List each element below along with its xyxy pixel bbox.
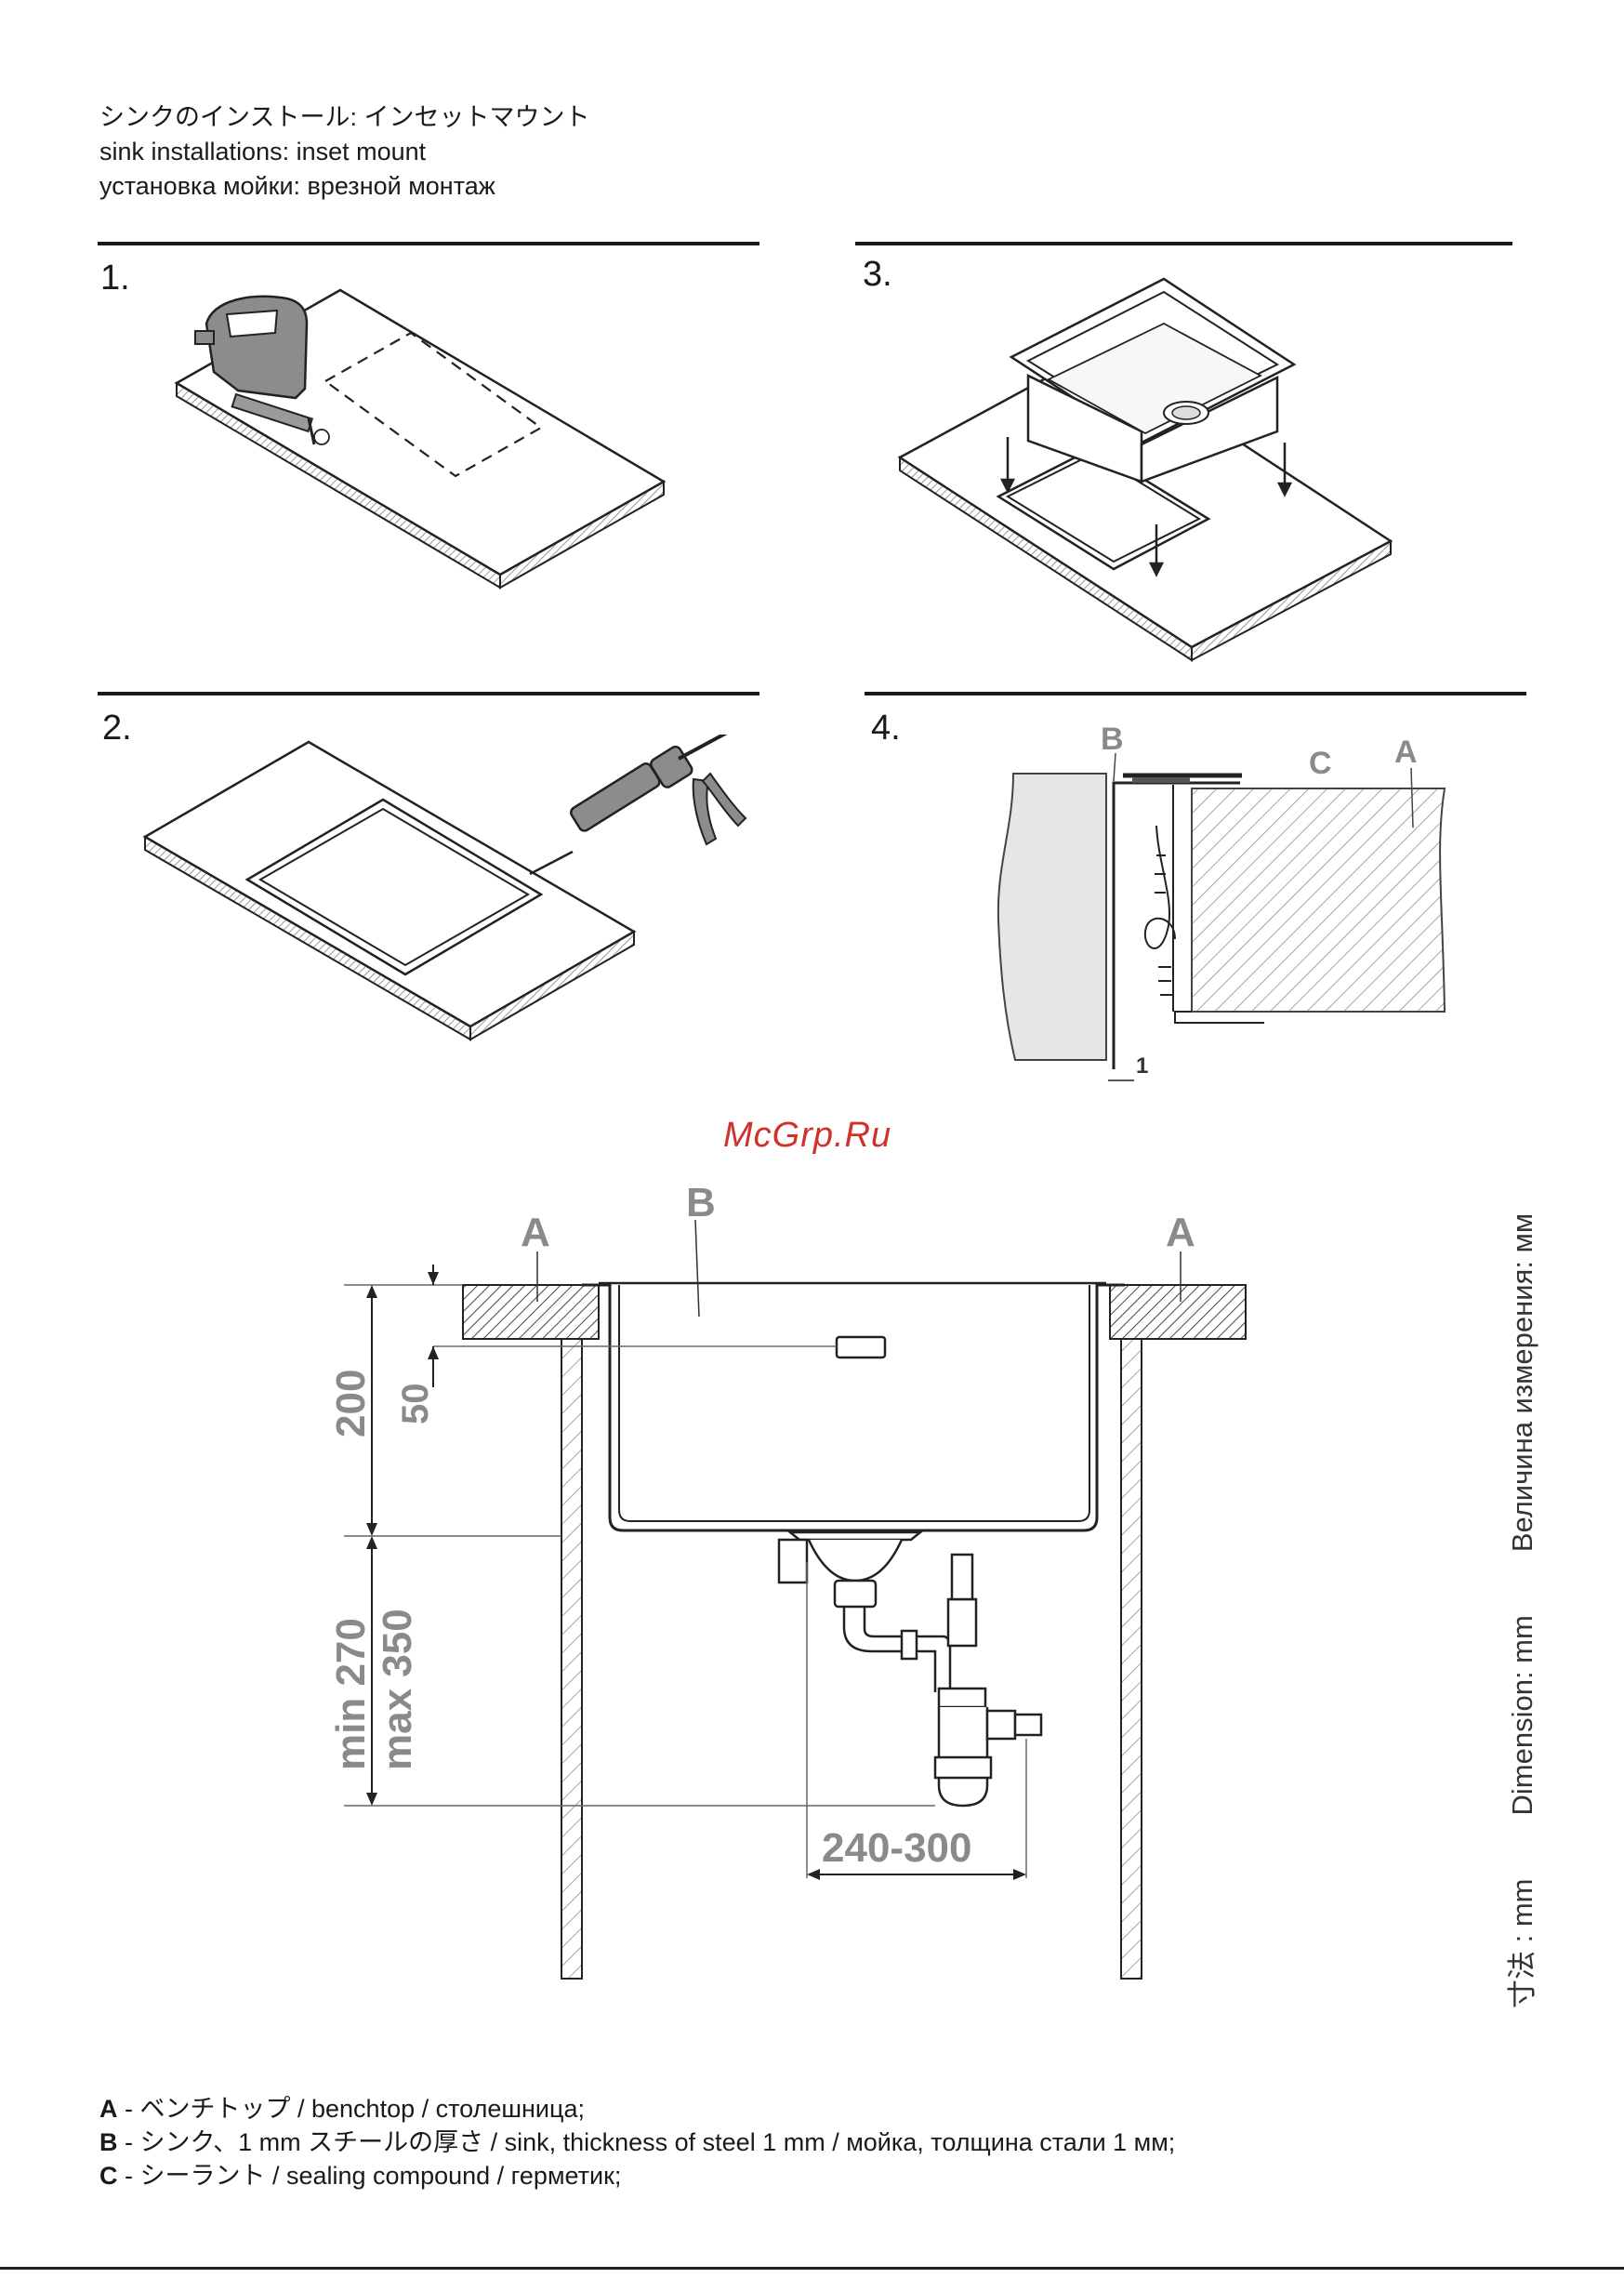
page-header: シンクのインストール: インセットマウント sink installations… xyxy=(99,100,589,204)
step-3-rule xyxy=(855,242,1512,245)
dim-min-270: min 270 xyxy=(328,1618,374,1770)
footer-rule xyxy=(0,2267,1624,2270)
step-1-rule xyxy=(98,242,759,245)
watermark: McGrp.Ru xyxy=(723,1116,892,1155)
legend-row-a: A - ベンチトップ / benchtop / столешница; xyxy=(99,2092,1175,2126)
cross-section-diagram: A B A xyxy=(328,1180,1247,1980)
units-russian: Величина измерения: мм xyxy=(1506,1212,1538,1553)
caulking-gun-icon xyxy=(529,735,747,876)
section-label-a-right: A xyxy=(1166,1210,1195,1255)
legend-key-a: A xyxy=(99,2095,118,2123)
title-english: sink installations: inset mount xyxy=(99,138,427,166)
detail-label-b: B xyxy=(1101,722,1124,757)
section-label-a-left: A xyxy=(521,1210,550,1255)
legend-text-c: - シーラント / sealing compound / герметик; xyxy=(117,2162,622,2190)
dim-50: 50 xyxy=(395,1384,436,1425)
step-3-illustration xyxy=(897,277,1393,662)
detail-label-a: A xyxy=(1394,735,1418,770)
detail-gap-value: 1 xyxy=(1136,1053,1148,1079)
legend-text-a: - ベンチトップ / benchtop / столешница; xyxy=(117,2095,585,2123)
step-4-number: 4. xyxy=(871,709,901,748)
legend-key-c: C xyxy=(99,2162,118,2190)
step-2-illustration xyxy=(142,735,747,1041)
units-note: 寸法 : mm Dimension: mm Величина измерения: … xyxy=(1499,1150,1540,2008)
jigsaw-icon xyxy=(194,295,330,445)
step-3-number: 3. xyxy=(863,255,892,294)
step-2-number: 2. xyxy=(102,709,132,748)
sink-icon xyxy=(1009,277,1297,483)
dim-240-300: 240-300 xyxy=(822,1825,971,1871)
section-label-b: B xyxy=(686,1180,716,1225)
step-1-illustration xyxy=(174,288,667,589)
legend-text-b: - シンク、1 mm スチールの厚さ / sink, thickness of … xyxy=(117,2128,1176,2156)
legend: A - ベンチトップ / benchtop / столешница; B - … xyxy=(99,2092,1175,2192)
down-arrow-icon xyxy=(999,437,1293,577)
dim-200: 200 xyxy=(328,1370,374,1437)
legend-key-b: B xyxy=(99,2128,118,2156)
step-4-detail: B C A 1 xyxy=(997,722,1446,1081)
legend-row-b: B - シンク、1 mm スチールの厚さ / sink, thickness o… xyxy=(99,2126,1175,2159)
units-japanese: 寸法 : mm xyxy=(1506,1878,1538,2009)
title-japanese: シンクのインストール: インセットマウント xyxy=(99,103,590,131)
title-russian: установка мойки: врезной монтаж xyxy=(99,172,495,200)
siphon-icon xyxy=(777,1530,1043,1808)
step-4-rule xyxy=(865,692,1526,695)
step-1-number: 1. xyxy=(100,258,130,298)
units-english: Dimension: mm xyxy=(1506,1615,1538,1816)
dim-max-350: max 350 xyxy=(375,1609,420,1770)
detail-label-c: C xyxy=(1309,746,1332,781)
step-2-rule xyxy=(98,692,759,695)
legend-row-c: C - シーラント / sealing compound / герметик; xyxy=(99,2159,1175,2192)
